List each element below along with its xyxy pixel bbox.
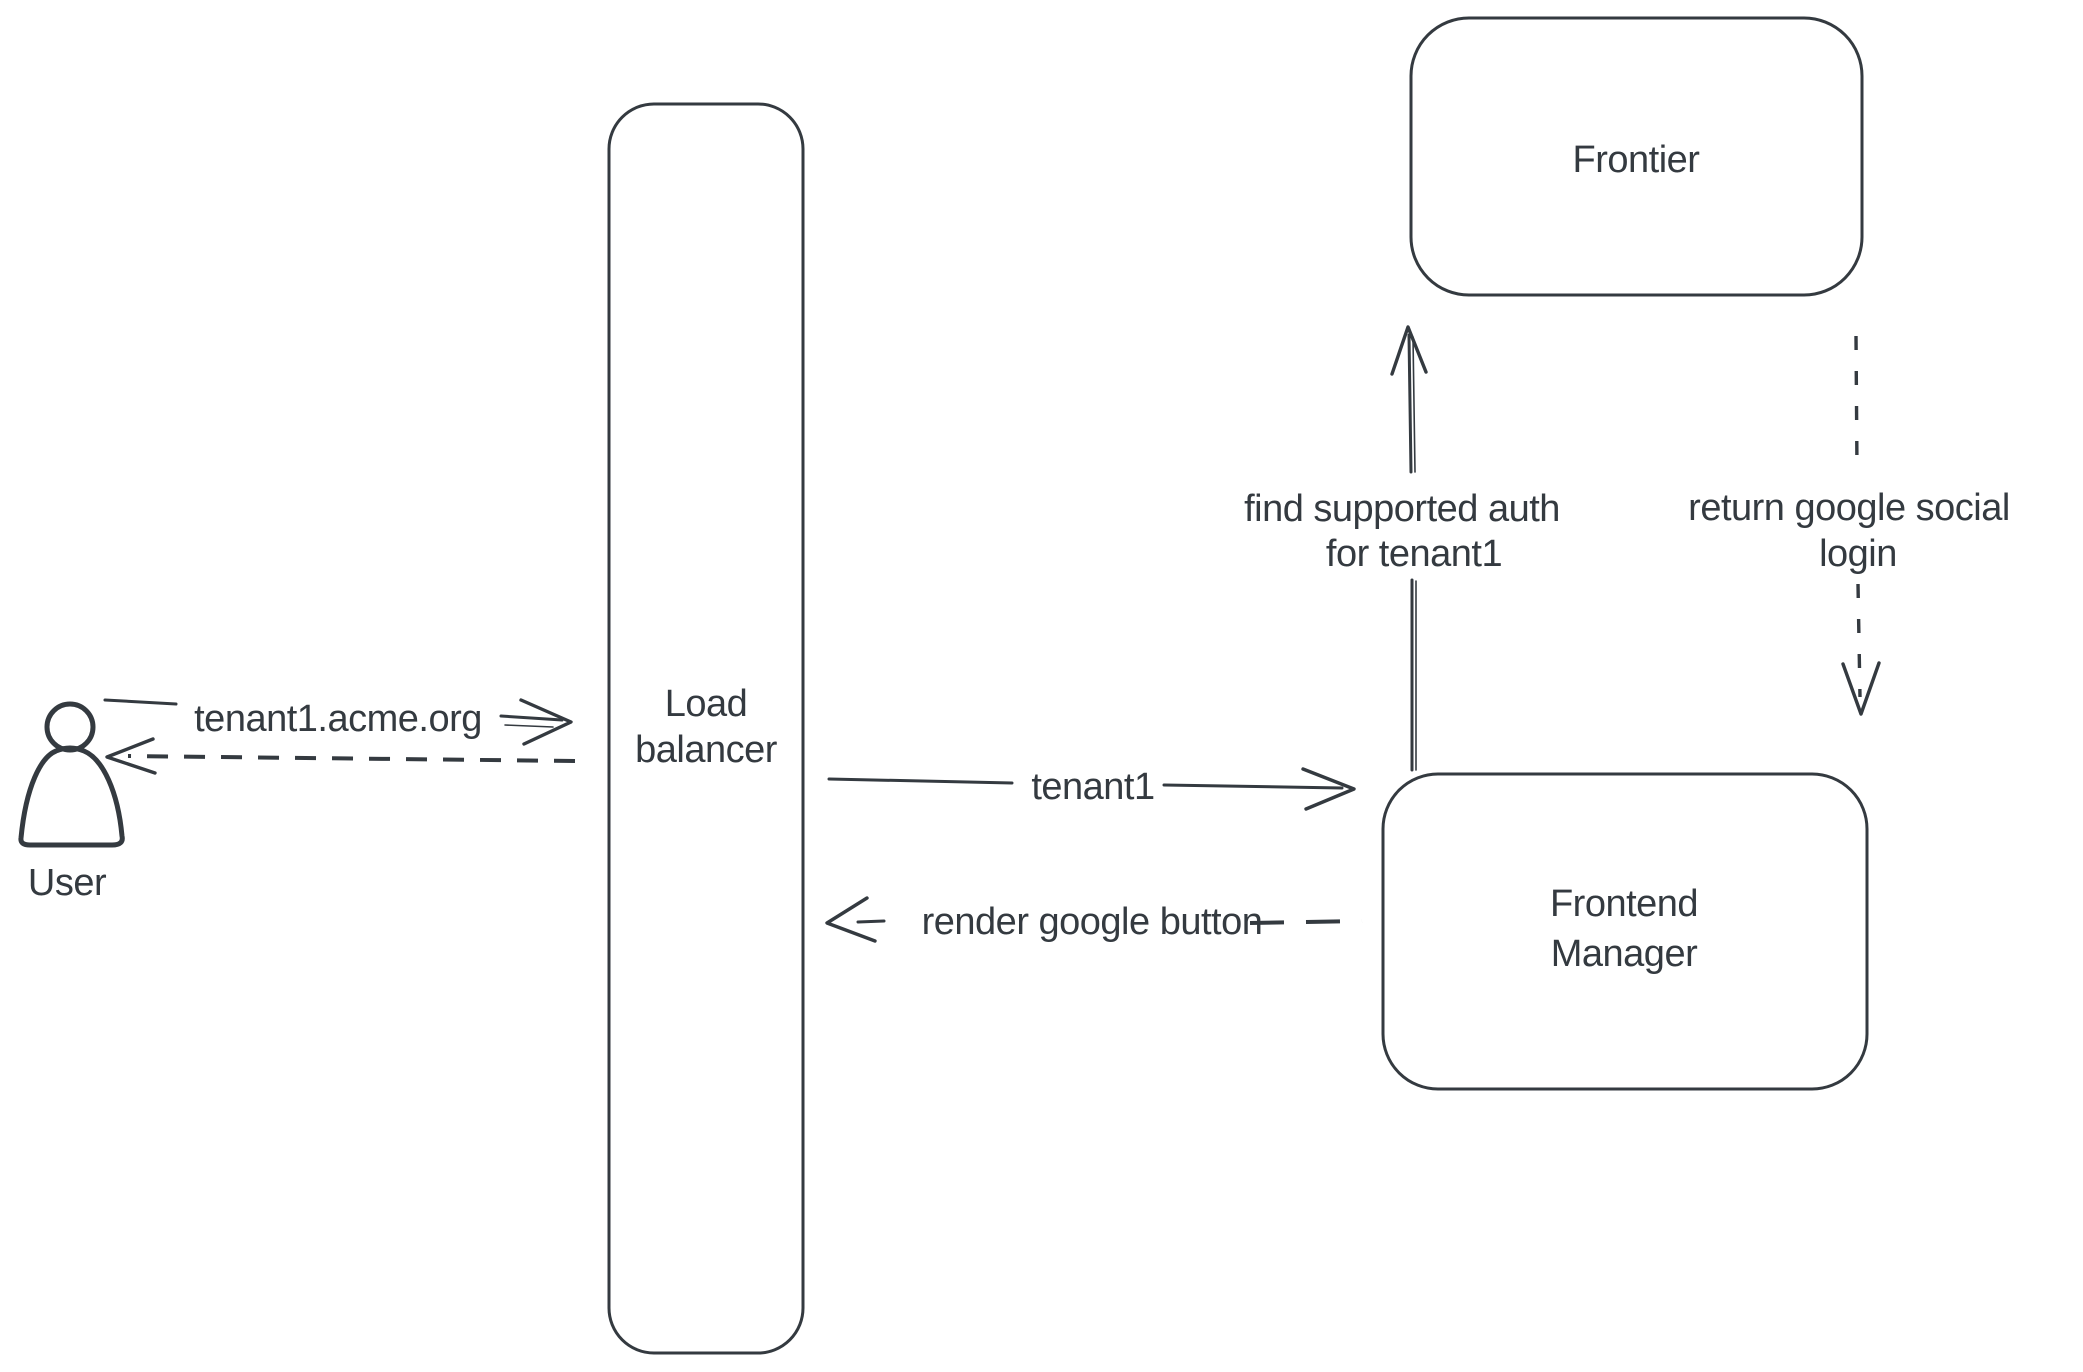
arrow-user-to-load-balancer: tenant1.acme.org — [103, 698, 573, 746]
arrow-label: tenant1.acme.org — [194, 698, 482, 740]
user-label: User — [28, 862, 107, 904]
arrow-shaft-dashed — [1249, 919, 1363, 925]
load-balancer-node: Load balancer — [607, 102, 805, 1355]
arrow-load-balancer-to-frontend-manager: tenant1 — [827, 766, 1356, 811]
arrow-shaft — [856, 919, 886, 924]
arrow-label: tenant1 — [1031, 766, 1154, 808]
arrow-label-line1: find supported auth — [1244, 488, 1560, 530]
frontend-manager-label-line2: Manager — [1551, 933, 1698, 975]
arrow-frontend-manager-to-frontier: find supported auth for tenant1 — [1244, 325, 1560, 772]
arrow-shaft-dashed — [127, 754, 576, 763]
arrowhead-left-icon — [105, 737, 157, 775]
frontier-box — [1409, 16, 1864, 297]
frontier-node: Frontier — [1409, 16, 1864, 297]
arrow-label-line2: for tenant1 — [1326, 533, 1502, 575]
arrow-shaft-overdraw — [1412, 336, 1416, 473]
arrow-shaft — [827, 777, 1014, 785]
arrowhead-right-icon — [519, 698, 573, 746]
load-balancer-label-line2: balancer — [635, 729, 778, 771]
arrow-load-balancer-to-user — [105, 737, 576, 775]
arrowhead-left-icon — [825, 896, 877, 943]
frontier-label: Frontier — [1573, 139, 1701, 181]
arrow-label-line1: return google social — [1688, 487, 2010, 529]
frontend-manager-node: Frontend Manager — [1381, 772, 1869, 1091]
arrow-shaft-dashed — [1854, 335, 1859, 471]
arrow-shaft-overdraw — [504, 724, 554, 728]
arrowhead-right-icon — [1301, 767, 1356, 811]
arrow-shaft — [499, 714, 564, 722]
user-icon-head — [44, 701, 96, 753]
arrow-frontend-manager-to-load-balancer: render google button — [825, 896, 1363, 943]
arrowhead-up-icon — [1390, 325, 1428, 376]
user-icon-body — [18, 745, 125, 848]
user-icon — [18, 701, 125, 848]
arrow-shaft — [1162, 783, 1344, 790]
arrow-label: render google button — [922, 901, 1263, 943]
frontend-manager-box — [1381, 772, 1869, 1091]
arrow-shaft-dashed — [1856, 583, 1862, 698]
load-balancer-label-line1: Load — [665, 683, 748, 725]
arrowhead-down-icon — [1841, 661, 1881, 716]
load-balancer-box — [607, 102, 805, 1355]
frontend-manager-label-line1: Frontend — [1550, 883, 1698, 925]
arrow-shaft — [1407, 333, 1413, 474]
arrow-frontier-to-frontend-manager: return google social login — [1688, 335, 2010, 716]
arrow-shaft — [103, 698, 178, 706]
arrow-label-line2: login — [1819, 533, 1897, 575]
